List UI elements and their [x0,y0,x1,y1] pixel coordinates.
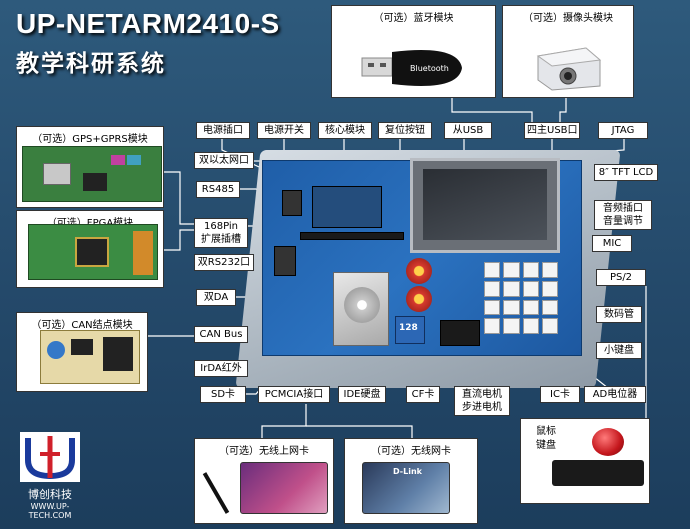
label-seg-display: 数码管 [596,306,642,323]
label-rs485: RS485 [196,181,240,198]
can-module-title: （可选）CAN结点模块 [31,320,133,331]
label-core-module: 核心模块 [318,122,372,139]
ide-hard-disk [333,272,389,346]
bluetooth-text: Bluetooth [410,64,449,73]
cf-card-picture: 128 [395,316,425,344]
label-ps2: PS/2 [596,269,646,286]
label-sd-card: SD卡 [200,386,246,403]
label-jtag: JTAG [598,122,648,139]
label-slave-usb: 从USB [444,122,492,139]
label-tft-lcd: 8″ TFT LCD [594,164,658,181]
gps-gprs-board-picture [22,146,162,202]
gps-gprs-module-title: （可选）GPS+GPRS模块 [32,134,148,145]
label-168pin-line1: 168Pin [203,221,238,232]
label-power-socket: 电源插口 [196,122,250,139]
cf-card-text: 128 [399,323,418,333]
label-irda: IrDA红外 [194,360,248,377]
dc-motor [406,258,432,284]
label-ide-hdd: IDE硬盘 [338,386,386,403]
label-audio: 音频插口 音量调节 [594,200,652,230]
label-168pin-slot: 168Pin 扩展插槽 [194,218,248,248]
ethernet-ports [282,190,302,216]
label-power-switch: 电源开关 [257,122,311,139]
brand-url: WWW.UP-TECH.COM [28,502,72,520]
keypad-matrix [484,262,558,334]
ic-card-slot [440,320,480,346]
company-logo [20,432,80,482]
expansion-slot [300,232,404,240]
label-dc-motor: 直流电机 [462,389,502,400]
label-dual-rs232: 双RS232口 [194,254,254,271]
keyboard-picture [552,460,644,486]
label-motors: 直流电机 步进电机 [454,386,510,416]
label-host-usb: 四主USB口 [524,122,580,139]
label-audio-socket: 音频插口 [603,203,643,214]
camera-module-title: （可选）摄像头模块 [523,13,613,24]
brand-name: 博创科技 [28,488,72,501]
wifi-card-picture: D-Link [362,462,450,514]
label-can-bus: CAN Bus [194,326,248,343]
wireless-modem-card-picture [240,462,328,514]
dlink-text: D-Link [393,467,422,476]
fpga-board-picture [28,224,158,280]
label-dual-ethernet: 双以太网口 [194,152,254,169]
label-stepper-motor: 步进电机 [462,402,502,413]
wifi-card-title: （可选）无线网卡 [371,446,451,457]
label-pcmcia: PCMCIA接口 [258,386,330,403]
camera-picture [536,47,602,91]
label-dual-da: 双DA [196,289,236,306]
mouse-picture [592,428,624,456]
bluetooth-dongle-picture: Bluetooth [361,50,462,86]
label-ic-card: IC卡 [540,386,580,403]
fpga-module-title: （可选）FPGA模块 [17,214,163,229]
label-mouse: 鼠标 [536,426,556,437]
label-ad-pot: AD电位器 [584,386,646,403]
stepper-motor [406,286,432,312]
label-volume: 音量调节 [603,216,643,227]
logo-mark-icon [25,436,75,480]
label-mic: MIC [592,235,632,252]
core-module-chip [312,186,382,228]
bluetooth-module-title: （可选）蓝牙模块 [373,13,454,24]
title-line1: UP-NETARM2410-S [16,8,280,39]
can-board-picture [40,330,140,384]
label-keypad: 小键盘 [596,342,642,359]
tft-lcd-screen [410,158,560,253]
title-line2: 教学科研系统 [16,51,166,77]
label-keyboard: 键盘 [536,440,556,451]
label-reset-button: 复位按钮 [378,122,432,139]
label-cf-card: CF卡 [406,386,440,403]
label-168pin-line2: 扩展插槽 [201,234,241,245]
wireless-modem-title: （可选）无线上网卡 [219,446,309,457]
serial-ports [274,246,296,276]
